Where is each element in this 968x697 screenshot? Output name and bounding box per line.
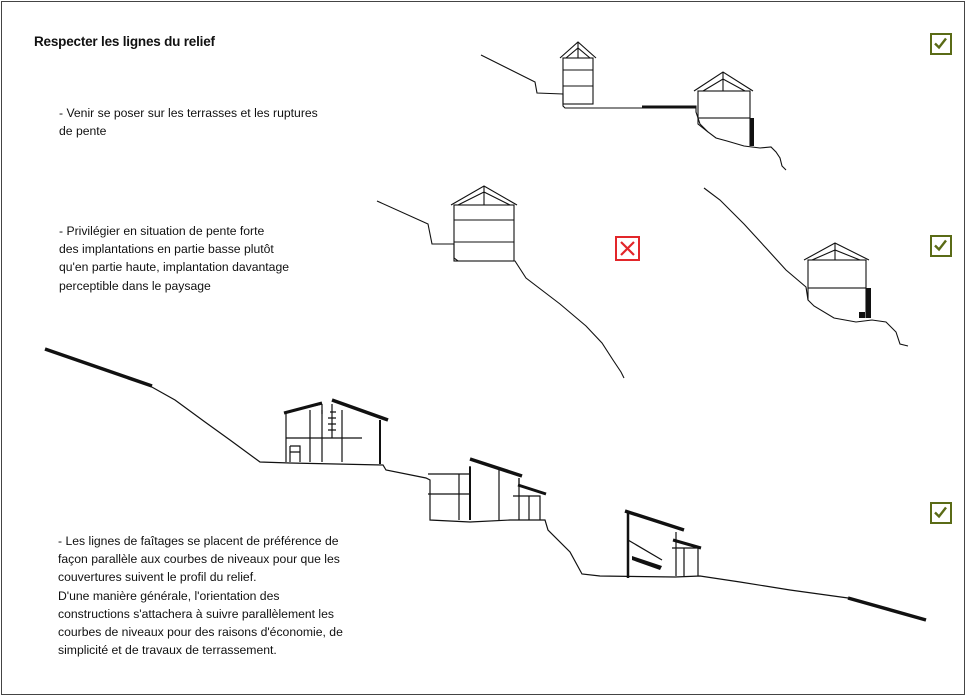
paragraph-terraces: - Venir se poser sur les terrasses et le… bbox=[59, 106, 318, 139]
paragraph-ridge-lines: - Les lignes de faîtages se placent de p… bbox=[58, 534, 343, 658]
paragraph-steep-slope: - Privilégier en situation de pente fort… bbox=[59, 224, 289, 293]
cross-icon bbox=[615, 236, 640, 261]
check-icon bbox=[930, 33, 952, 55]
check-icon bbox=[930, 235, 952, 257]
page-title: Respecter les lignes du relief bbox=[34, 34, 215, 49]
check-icon bbox=[930, 502, 952, 524]
